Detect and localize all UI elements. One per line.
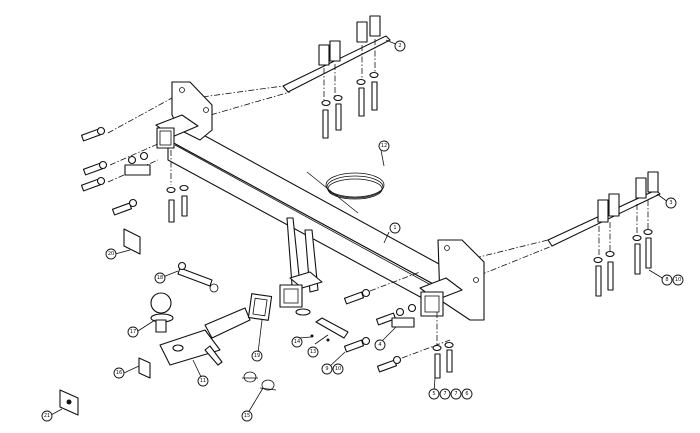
callout-7a: 7	[439, 388, 451, 400]
callout-9: 9	[321, 363, 333, 375]
svg-text:5: 5	[432, 391, 435, 397]
svg-text:19: 19	[254, 353, 260, 359]
svg-text:16: 16	[116, 370, 122, 376]
side-rail-top	[179, 15, 391, 139]
label-plates	[59, 228, 151, 416]
svg-text:7: 7	[443, 391, 446, 397]
callout-20: 20	[105, 248, 117, 260]
tow-ball	[150, 292, 174, 333]
receiver-hitch	[279, 217, 323, 316]
svg-text:12: 12	[381, 143, 387, 149]
hitch-pin	[177, 261, 219, 293]
svg-text:21: 21	[44, 413, 50, 419]
right-bracket	[419, 239, 485, 321]
wiring-coil	[306, 171, 385, 214]
svg-text:20: 20	[108, 251, 114, 257]
callout-8: 8	[661, 274, 673, 286]
svg-text:7: 7	[454, 391, 457, 397]
callout-17: 17	[127, 326, 139, 338]
svg-text:1: 1	[393, 225, 396, 231]
callout-3: 3	[665, 197, 677, 209]
svg-text:2: 2	[398, 43, 401, 49]
svg-text:6: 6	[465, 391, 468, 397]
callout-19: 19	[251, 350, 263, 362]
svg-text:18: 18	[157, 275, 163, 281]
callout-12: 13	[307, 346, 319, 358]
side-rail-right	[474, 171, 661, 297]
callout-10-right: 10	[672, 274, 684, 286]
electrical-bracket	[310, 317, 349, 342]
callout-5: 5	[428, 388, 440, 400]
callout-7b: 7	[450, 388, 462, 400]
svg-text:3: 3	[669, 200, 672, 206]
callout-1: 1	[389, 222, 401, 234]
callout-21: 21	[41, 410, 53, 422]
svg-text:15: 15	[244, 413, 250, 419]
right-bolts	[343, 271, 454, 379]
callout-13: 14	[291, 336, 303, 348]
callout-14: 12	[378, 140, 390, 152]
callout-16: 16	[113, 367, 125, 379]
callout-11: 11	[197, 375, 209, 387]
svg-text:14: 14	[294, 339, 300, 345]
ball-mount	[159, 307, 251, 366]
callout-15: 15	[241, 410, 253, 422]
svg-text:10: 10	[335, 366, 341, 372]
d-shackles	[242, 371, 277, 391]
svg-text:4: 4	[378, 342, 381, 348]
receiver-cover	[247, 293, 273, 321]
callout-6: 6	[461, 388, 473, 400]
left-bracket	[155, 81, 213, 149]
callout-2: 2	[394, 40, 406, 52]
svg-text:8: 8	[665, 277, 668, 283]
callout-18: 18	[154, 272, 166, 284]
callout-4: 4	[374, 339, 386, 351]
svg-text:9: 9	[325, 366, 328, 372]
svg-text:11: 11	[200, 378, 206, 384]
svg-text:13: 13	[310, 349, 316, 355]
callout-10-center: 10	[332, 363, 344, 375]
svg-text:17: 17	[130, 329, 136, 335]
left-bolts	[80, 97, 189, 223]
svg-text:10: 10	[675, 277, 681, 283]
